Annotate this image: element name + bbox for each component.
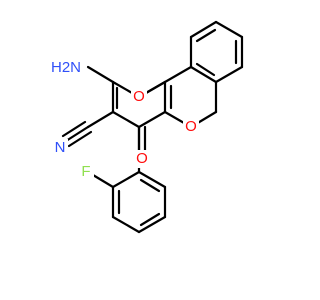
bond [137, 215, 167, 234]
bond [86, 110, 115, 129]
molecule-drawing: H2N O O O N F [48, 20, 244, 234]
bond [139, 212, 161, 227]
bond [64, 125, 90, 143]
carbonyl-oxygen-label: O [136, 150, 148, 167]
bond [139, 178, 161, 193]
bond [86, 65, 115, 84]
bond [61, 120, 87, 138]
atom-labels: H2N O O O N F [48, 58, 199, 181]
bond [111, 170, 141, 189]
bond [67, 130, 93, 148]
bonds [61, 20, 244, 234]
lactone-oxygen-label: O [185, 118, 197, 135]
bond [137, 110, 167, 129]
bond [111, 110, 141, 129]
bond [111, 215, 141, 234]
bond [163, 65, 193, 84]
bond [195, 62, 216, 77]
bond [214, 20, 244, 39]
bond [189, 20, 218, 39]
ring-oxygen-label: O [133, 88, 145, 105]
bond [195, 28, 217, 43]
nitrile-nitrogen-label: N [55, 139, 66, 156]
fluorine-label: F [81, 163, 90, 180]
nh2-label: H2N [51, 59, 81, 76]
bond [214, 65, 244, 84]
bond [189, 65, 218, 84]
bond [137, 170, 167, 189]
structure-canvas: H2N O O O N F [48, 20, 244, 234]
